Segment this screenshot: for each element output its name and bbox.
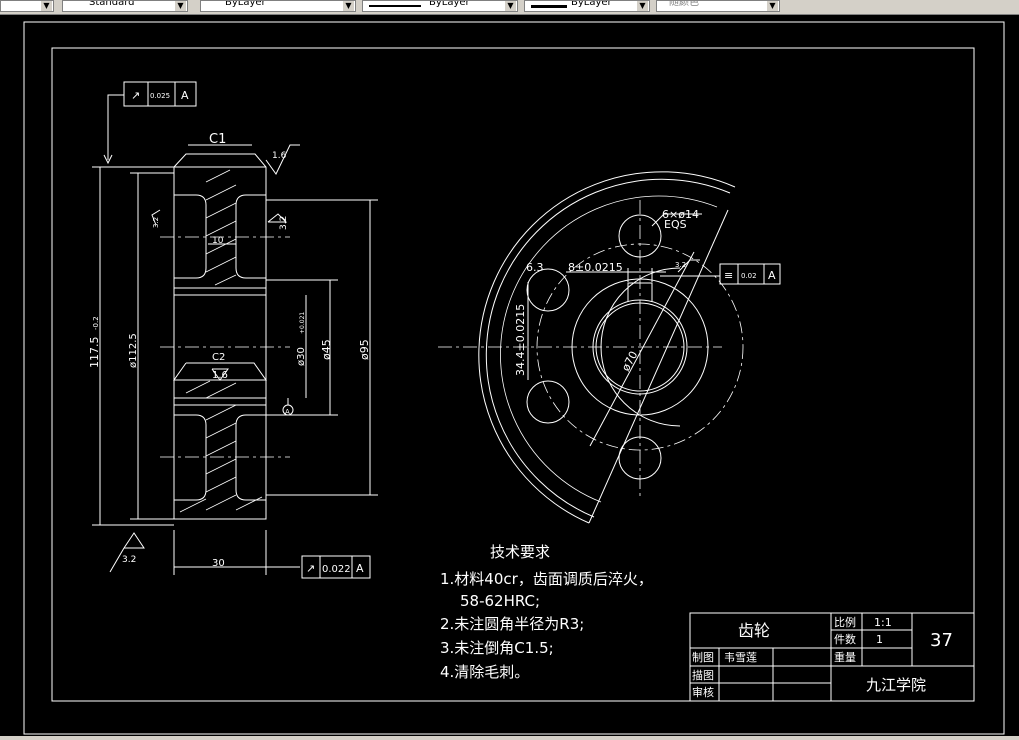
dim-70: ø70 xyxy=(619,349,640,373)
gear-front-view xyxy=(438,171,744,524)
color-value: 随颜色 xyxy=(669,0,699,8)
outer-frame xyxy=(23,21,1005,735)
layer-value: ByLayer xyxy=(225,0,266,8)
title-checked-label: 审核 xyxy=(692,685,714,699)
properties-toolbar: ▼ Standard ▼ ByLayer ▼ ByLayer ▼ ByLayer… xyxy=(0,0,1019,15)
linetype-preview xyxy=(369,5,421,7)
inner-frame xyxy=(51,47,975,702)
rough-32-bottom: 3.2 xyxy=(122,555,136,565)
rough-32-right-view: 3.2 xyxy=(675,261,686,269)
dim-117: 117.5 xyxy=(88,337,101,369)
title-scale-value: 1:1 xyxy=(874,616,892,629)
technical-requirements: 技术要求 1.材料40cr，齿面调质后淬火， 58-62HRC; 2.未注圆角半… xyxy=(440,543,653,681)
tech-line-2: 58-62HRC; xyxy=(460,592,540,610)
dim-95: ø95 xyxy=(358,339,371,360)
rough-32-right: 3.2 xyxy=(279,216,289,230)
datum-a-label: A xyxy=(285,408,290,416)
dim-112: ø112.5 xyxy=(128,333,139,368)
chevron-down-icon: ▼ xyxy=(505,1,516,11)
title-weight-label: 重量 xyxy=(834,650,856,664)
title-drawn-name: 韦雪莲 xyxy=(724,651,757,664)
title-scale-label: 比例 xyxy=(834,615,856,629)
gdt-right-value: 0.02 xyxy=(741,272,757,280)
tech-line-4: 3.未注倒角C1.5; xyxy=(440,639,554,657)
gdt-frame-top xyxy=(123,81,197,107)
lineweight-preview xyxy=(531,5,567,8)
chevron-down-icon: ▼ xyxy=(637,1,648,11)
color-dropdown[interactable]: 随颜色 ▼ xyxy=(656,0,780,12)
toolbar-arrow-dropdown[interactable]: ▼ xyxy=(0,0,54,12)
gdt-frame-bottom xyxy=(301,555,371,579)
rough-16-mid: 1.6 xyxy=(212,370,228,381)
layer-dropdown[interactable]: ByLayer ▼ xyxy=(200,0,356,12)
gear-section-view xyxy=(92,94,378,575)
dim-30-bore-tol: +0.021 xyxy=(299,312,306,334)
dim-117-tol: -0.2 xyxy=(92,316,100,330)
status-bar xyxy=(0,736,1019,740)
tech-line-1: 1.材料40cr，齿面调质后淬火， xyxy=(440,570,653,588)
title-school: 九江学院 xyxy=(866,676,926,694)
chevron-down-icon: ▼ xyxy=(343,1,354,11)
dim-8: 8±0.0215 xyxy=(568,261,623,274)
linetype-value: ByLayer xyxy=(429,0,470,8)
gdt-right-symbol: ≡ xyxy=(724,269,733,282)
gdt-bottom-value: 0.022 xyxy=(322,564,351,575)
dim-6x14: 6×ø14 xyxy=(662,208,699,221)
linetype-dropdown[interactable]: ByLayer ▼ xyxy=(362,0,518,12)
tech-title: 技术要求 xyxy=(490,543,550,561)
gdt-frame-right xyxy=(719,263,781,285)
text-style-dropdown[interactable]: Standard ▼ xyxy=(62,0,188,12)
chevron-down-icon: ▼ xyxy=(41,1,52,11)
dim-r63: 6.3 xyxy=(526,261,544,274)
gdt-right-datum: A xyxy=(768,269,776,282)
chevron-down-icon: ▼ xyxy=(175,1,186,11)
dim-c2: C2 xyxy=(212,352,225,363)
text-style-value: Standard xyxy=(89,0,135,8)
gdt-top-symbol: ↗ xyxy=(131,89,140,102)
gdt-bottom-datum: A xyxy=(356,562,364,575)
title-drawn-label: 制图 xyxy=(692,651,714,664)
dim-45: ø45 xyxy=(320,339,333,360)
dim-34: 34.4±0.0215 xyxy=(514,304,527,376)
lineweight-value: ByLayer xyxy=(571,0,612,8)
gdt-top-datum: A xyxy=(181,89,189,102)
title-qty-value: 1 xyxy=(876,633,883,646)
chevron-down-icon: ▼ xyxy=(767,1,778,11)
tech-line-5: 4.清除毛刺。 xyxy=(440,663,529,681)
tech-line-3: 2.未注圆角半径为R3; xyxy=(440,615,584,633)
title-traced-label: 描图 xyxy=(692,668,714,682)
title-part-name: 齿轮 xyxy=(738,621,770,640)
gdt-top-value: 0.025 xyxy=(150,92,170,100)
rough-32-left: 3.2 xyxy=(152,217,160,228)
drawing-canvas[interactable]: ↗ 0.025 A ↗ 0.022 A C1 1.6 10 C2 1.6 30 … xyxy=(0,15,1019,736)
gdt-bottom-symbol: ↗ xyxy=(306,562,315,575)
dim-10: 10 xyxy=(212,236,224,246)
title-sheet-number: 37 xyxy=(930,630,953,651)
dim-30-bore: ø30 xyxy=(296,347,307,366)
rough-16-top: 1.6 xyxy=(272,151,287,161)
title-qty-label: 件数 xyxy=(834,633,856,646)
dim-eqs: EQS xyxy=(664,218,687,231)
dim-30-width: 30 xyxy=(212,558,225,569)
dim-c1: C1 xyxy=(209,132,226,147)
title-block xyxy=(689,612,975,702)
lineweight-dropdown[interactable]: ByLayer ▼ xyxy=(524,0,650,12)
